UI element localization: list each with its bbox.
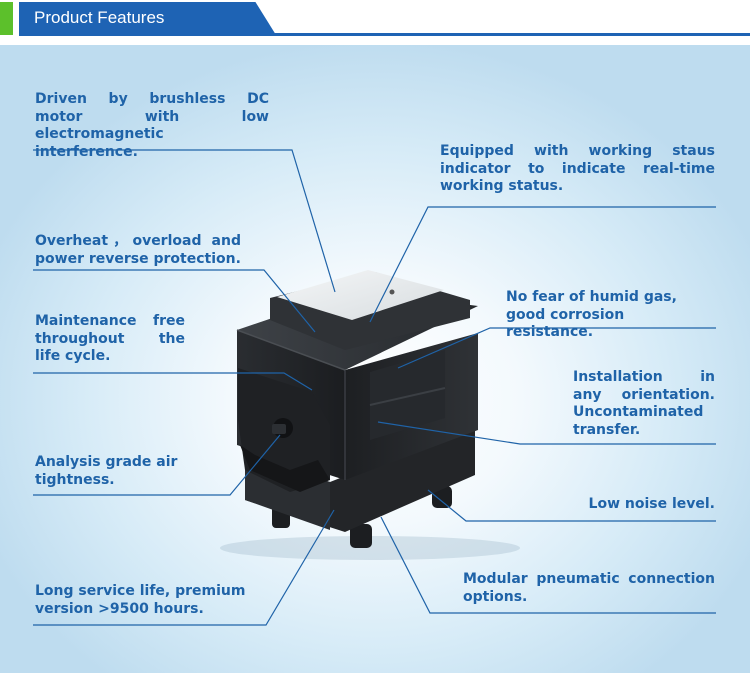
feature-humid-gas: No fear of humid gas, good corrosion res…: [506, 289, 677, 340]
feature-any-orientation: Installation in any orientation. Unconta…: [573, 369, 715, 438]
header-underline: [19, 33, 750, 36]
feature-status-indicator: Equipped with working staus indicator to…: [440, 143, 715, 194]
foot: [350, 524, 372, 548]
feature-motor: Driven by brushless DC motor with low el…: [35, 91, 269, 160]
feature-maintenance-free: Maintenance free throughout the life cyc…: [35, 313, 185, 364]
section-header: Product Features: [0, 0, 750, 45]
header-accent-bar: [0, 2, 13, 35]
feature-modular-connection: Modular pneumatic connection options.: [463, 571, 715, 605]
feature-service-life: Long service life, premium version >9500…: [35, 583, 246, 617]
feature-low-noise: Low noise level.: [588, 496, 715, 512]
feature-overheat-protection: Overheat，overload and power reverse prot…: [35, 233, 241, 267]
side-window: [370, 350, 445, 440]
feature-air-tightness: Analysis grade air tightness.: [35, 454, 178, 488]
header-tab: [19, 2, 276, 35]
section-title: Product Features: [34, 8, 165, 27]
